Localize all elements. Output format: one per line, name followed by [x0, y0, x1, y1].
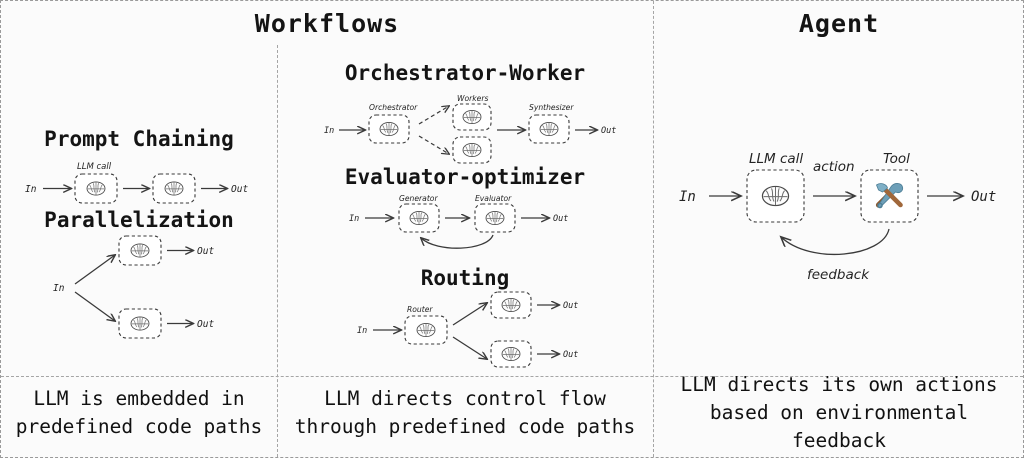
pattern-title-parallelization: Parallelization: [44, 208, 234, 232]
parallelization-output-label-2: Out: [197, 319, 214, 330]
workers-label: Workers: [457, 94, 488, 103]
parallelization-input-label: In: [53, 283, 65, 294]
routing-output-label-2: Out: [563, 350, 578, 360]
prompt-chaining-node-label: LLM call: [77, 162, 112, 172]
diagram-parallelization: In Out Out: [31, 233, 251, 341]
orchestrator-input-label: In: [324, 126, 334, 136]
diagram-evaluator-optimizer: In Generator Evaluator Out: [341, 193, 591, 259]
routing-output-label-1: Out: [563, 301, 578, 311]
column-divider-right: [653, 1, 654, 457]
caption-workflows-mid: LLM directs control flow through predefi…: [294, 387, 636, 438]
synthesizer-label: Synthesizer: [529, 103, 574, 112]
orchestrator-label: Orchestrator: [369, 103, 418, 112]
agent-action-label: action: [813, 159, 855, 175]
diagram-prompt-chaining: In LLM call Out: [19, 159, 259, 211]
caption-divider: [1, 376, 1023, 377]
generator-label: Generator: [399, 194, 438, 203]
agent-input-label: In: [679, 189, 696, 205]
diagram-orchestrator-worker: In Orchestrator Workers Synthesizer Out: [321, 93, 616, 165]
evaluator-output-label: Out: [553, 214, 568, 224]
column-divider-left: [277, 45, 278, 457]
workflows-column-header: Workflows: [254, 9, 400, 38]
pattern-title-prompt-chaining: Prompt Chaining: [44, 127, 234, 151]
diagram-agent: In LLM call action Tool: [661, 141, 1021, 286]
orchestrator-output-label: Out: [601, 126, 616, 136]
evaluator-label: Evaluator: [475, 194, 512, 203]
prompt-chaining-output-label: Out: [231, 184, 248, 195]
agent-tool-label: Tool: [883, 151, 910, 167]
parallelization-output-label-1: Out: [197, 246, 214, 257]
pattern-title-routing: Routing: [420, 266, 510, 290]
agent-feedback-label: feedback: [807, 267, 870, 283]
pattern-title-evaluator-optimizer: Evaluator-optimizer: [344, 165, 586, 189]
prompt-chaining-input-label: In: [25, 184, 37, 195]
hammer-and-wrench-icon: [875, 183, 904, 209]
agent-llm-label: LLM call: [749, 151, 803, 167]
agent-column-header: Agent: [798, 9, 880, 38]
diagram-routing: In Router Out Out: [353, 289, 598, 369]
router-label: Router: [407, 305, 433, 314]
caption-workflows-left: LLM is embedded in predefined code paths: [15, 387, 263, 438]
routing-input-label: In: [357, 326, 367, 336]
evaluator-input-label: In: [349, 214, 359, 224]
agent-output-label: Out: [971, 189, 996, 205]
pattern-title-orchestrator-worker: Orchestrator-Worker: [344, 61, 586, 85]
caption-agent: LLM directs its own actions based on env…: [680, 373, 998, 452]
